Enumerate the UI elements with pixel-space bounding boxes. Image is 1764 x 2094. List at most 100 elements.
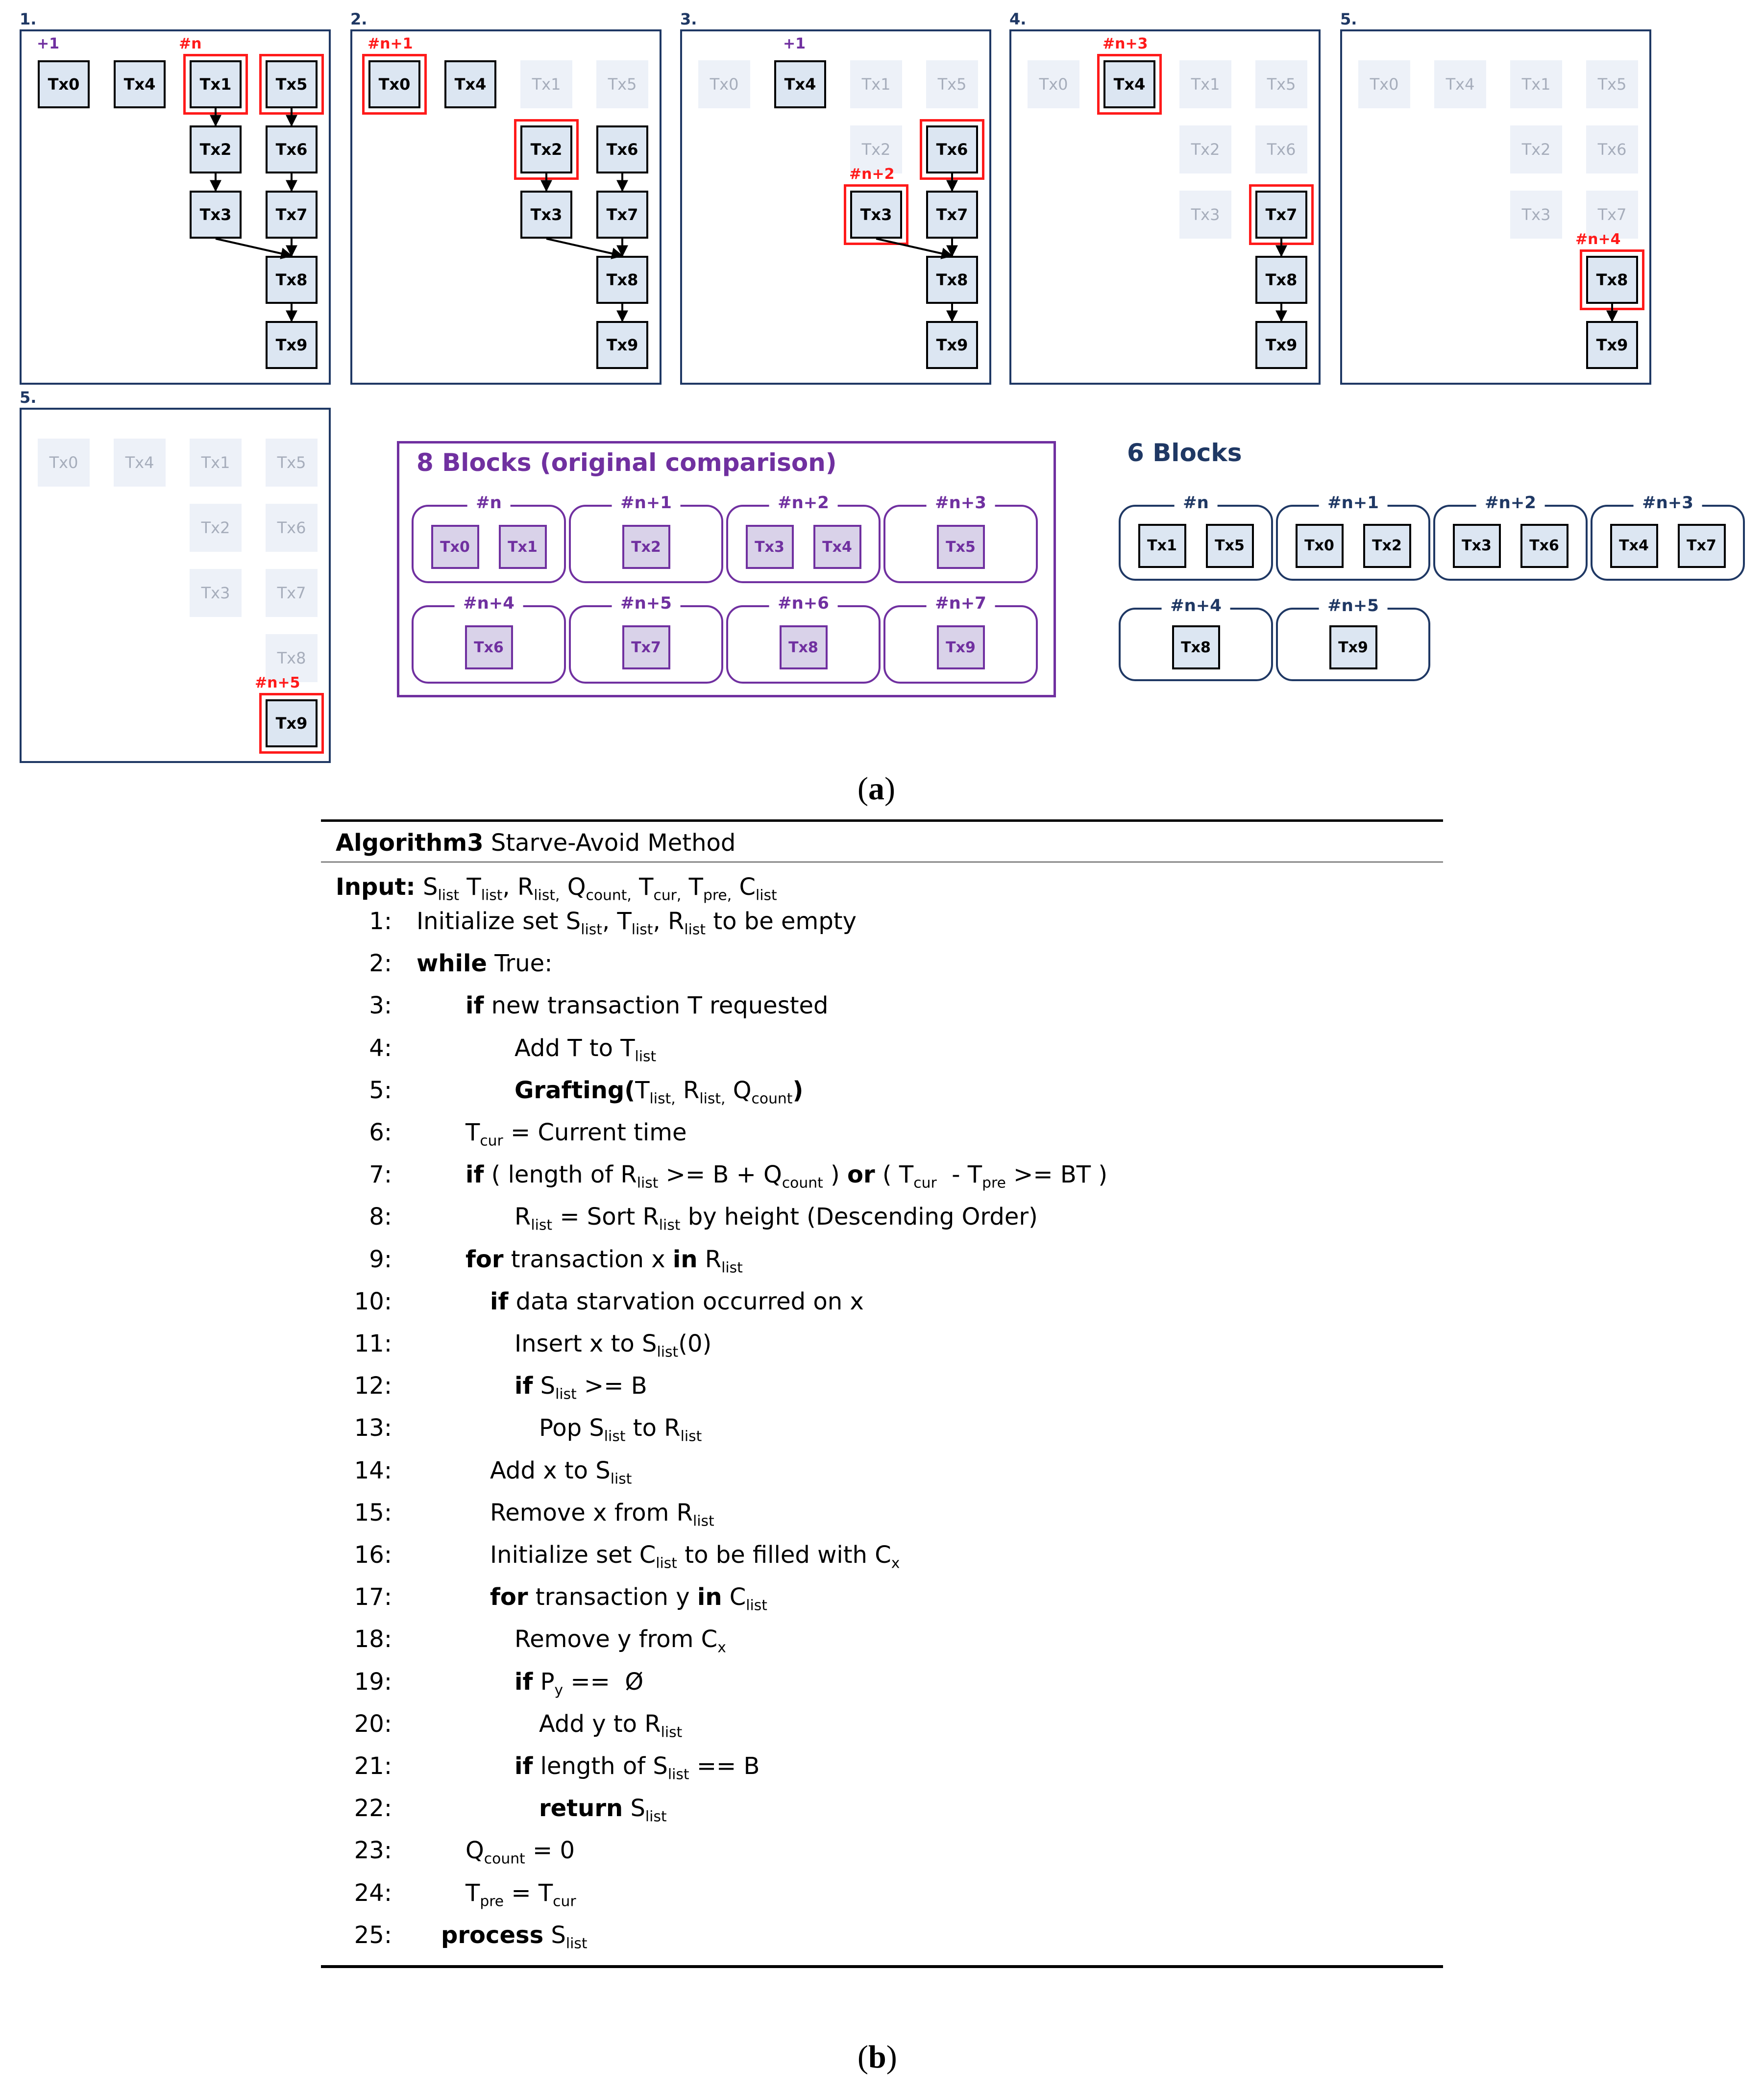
block-tx: Tx5 xyxy=(936,525,985,569)
tx-node-tx3: Tx3 xyxy=(190,191,242,239)
line-number: 11: xyxy=(354,1330,392,1357)
block-tx: Tx6 xyxy=(465,625,513,669)
step-label: 2. xyxy=(350,10,368,28)
algorithm-line: Insert x to Slist(0) xyxy=(514,1330,712,1361)
block-group-label: #n+5 xyxy=(612,593,681,613)
line-number: 23: xyxy=(354,1837,392,1865)
tx-node-tx4: Tx4 xyxy=(114,60,166,108)
algorithm-subtitle: Starve-Avoid Method xyxy=(490,829,736,857)
block-group-label: #n+2 xyxy=(769,493,838,513)
dependency-arrow xyxy=(215,238,293,259)
algorithm-line: Add y to Rlist xyxy=(539,1710,683,1741)
block-tag: #n+5 xyxy=(255,674,300,691)
line-number: 18: xyxy=(354,1626,392,1653)
block-tx: Tx7 xyxy=(1677,523,1726,568)
tx-node-tx0: Tx0 xyxy=(698,60,750,108)
tx-node-tx5: Tx5 xyxy=(926,60,978,108)
line-number: 5: xyxy=(369,1076,392,1104)
caption-a: (a) xyxy=(858,771,895,807)
block-tx: Tx6 xyxy=(1520,523,1568,568)
block-tx: Tx4 xyxy=(813,525,861,569)
block-group-label: #n+6 xyxy=(769,593,838,613)
bottom-rule xyxy=(321,1965,1443,1968)
block-tx: Tx3 xyxy=(745,525,794,569)
line-number: 12: xyxy=(354,1372,392,1400)
tx-node-tx4: Tx4 xyxy=(774,60,826,108)
tx-node-tx2: Tx2 xyxy=(190,125,242,173)
algorithm-line: Initialize set Slist, Tlist, Rlist to be… xyxy=(416,908,857,938)
tx-node-tx5: Tx5 xyxy=(266,60,318,108)
tx-node-tx4: Tx4 xyxy=(114,439,166,487)
step-label: 3. xyxy=(680,10,697,28)
block-tag: +1 xyxy=(37,35,60,52)
tx-node-tx8: Tx8 xyxy=(1255,256,1307,304)
tx-node-tx8: Tx8 xyxy=(1586,256,1638,304)
block-tag: +1 xyxy=(783,35,806,52)
caption-a-letter: a xyxy=(868,771,884,807)
tx-node-tx1: Tx1 xyxy=(850,60,902,108)
tx-node-tx5: Tx5 xyxy=(1255,60,1307,108)
line-number: 24: xyxy=(354,1879,392,1907)
tx-node-tx6: Tx6 xyxy=(926,125,978,173)
block-tag: #n+4 xyxy=(1575,231,1621,248)
line-number: 15: xyxy=(354,1499,392,1527)
algorithm-line: for transaction x in Rlist xyxy=(466,1245,743,1276)
algorithm-line: if length of Slist == B xyxy=(514,1752,760,1783)
dependency-arrow xyxy=(546,238,624,259)
algorithm-line: Initialize set Clist to be filled with C… xyxy=(490,1541,900,1572)
line-number: 7: xyxy=(369,1161,392,1189)
line-number: 1: xyxy=(369,908,392,935)
block-tx: Tx2 xyxy=(622,525,670,569)
tx-node-tx1: Tx1 xyxy=(1510,60,1562,108)
tx-node-tx3: Tx3 xyxy=(520,191,572,239)
algorithm-line: Rlist = Sort Rlist by height (Descending… xyxy=(514,1203,1038,1234)
block-group-label: #n xyxy=(467,493,511,513)
tx-node-tx2: Tx2 xyxy=(1510,125,1562,173)
block-tx: Tx9 xyxy=(936,625,985,669)
algorithm-line: Qcount = 0 xyxy=(466,1837,575,1868)
tx-node-tx6: Tx6 xyxy=(596,125,648,173)
algorithm-input: Input: Slist Tlist, Rlist, Qcount, Tcur,… xyxy=(336,873,777,904)
dependency-arrow xyxy=(876,238,954,259)
tx-node-tx0: Tx0 xyxy=(1028,60,1079,108)
block-tx: Tx3 xyxy=(1452,523,1501,568)
tx-node-tx2: Tx2 xyxy=(520,125,572,173)
block-group-label: #n+3 xyxy=(926,493,995,513)
algorithm-line: if Py == Ø xyxy=(514,1668,644,1699)
tx-node-tx9: Tx9 xyxy=(266,699,318,747)
line-number: 20: xyxy=(354,1710,392,1738)
algorithm-line: Add x to Slist xyxy=(490,1456,632,1487)
block-tx: Tx1 xyxy=(1138,523,1186,568)
block-tx: Tx5 xyxy=(1205,523,1254,568)
top-rule xyxy=(321,819,1443,822)
tx-node-tx4: Tx4 xyxy=(444,60,496,108)
tx-node-tx9: Tx9 xyxy=(1255,321,1307,369)
tx-node-tx1: Tx1 xyxy=(1179,60,1231,108)
line-number: 2: xyxy=(369,950,392,978)
line-number: 3: xyxy=(369,992,392,1020)
algorithm-line: for transaction y in Clist xyxy=(490,1583,767,1614)
tx-node-tx3: Tx3 xyxy=(190,569,242,617)
tx-node-tx7: Tx7 xyxy=(926,191,978,239)
tx-node-tx2: Tx2 xyxy=(1179,125,1231,173)
block-group-label: #n+4 xyxy=(1161,596,1230,616)
tx-node-tx1: Tx1 xyxy=(520,60,572,108)
block-tx: Tx0 xyxy=(1295,523,1344,568)
tx-node-tx0: Tx0 xyxy=(38,60,90,108)
tx-node-tx5: Tx5 xyxy=(266,439,318,487)
tx-node-tx7: Tx7 xyxy=(596,191,648,239)
tx-node-tx6: Tx6 xyxy=(266,504,318,552)
algorithm-line: Add T to Tlist xyxy=(514,1034,657,1065)
line-number: 8: xyxy=(369,1203,392,1231)
line-number: 22: xyxy=(354,1795,392,1823)
block-tx: Tx1 xyxy=(498,525,547,569)
caption-b-letter: b xyxy=(868,2039,886,2075)
tx-node-tx7: Tx7 xyxy=(1586,191,1638,239)
block-tx: Tx8 xyxy=(779,625,828,669)
highlight-box xyxy=(844,184,908,245)
block-group-label: #n+2 xyxy=(1476,493,1545,513)
algorithm-line: if new transaction T requested xyxy=(466,992,829,1020)
step-label: 1. xyxy=(20,10,37,28)
tx-node-tx3: Tx3 xyxy=(1510,191,1562,239)
tx-node-tx6: Tx6 xyxy=(266,125,318,173)
